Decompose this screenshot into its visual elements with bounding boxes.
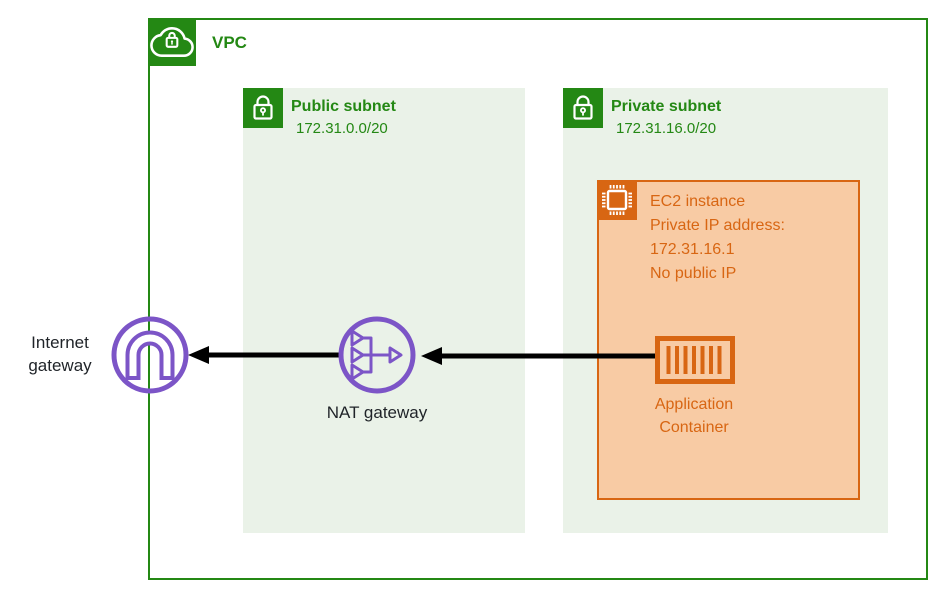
public-subnet-lock-icon — [243, 88, 283, 128]
nat-gateway-icon — [338, 316, 416, 394]
ec2-chip-icon — [597, 180, 637, 220]
application-container-label: Application Container — [654, 396, 734, 436]
ec2-private-ip-value: 172.31.16.1 — [650, 241, 735, 258]
vpc-cloud-lock-icon — [148, 18, 196, 66]
application-container-icon — [655, 336, 735, 384]
internet-gateway-icon — [111, 316, 189, 394]
internet-gateway-label: Internet gateway — [28, 333, 92, 375]
public-subnet-cidr: 172.31.0.0/20 — [296, 120, 388, 137]
ec2-instance-text: EC2 instance Private IP address: 172.31.… — [650, 190, 785, 286]
private-subnet-lock-icon — [563, 88, 603, 128]
ec2-title: EC2 instance — [650, 193, 746, 210]
ec2-private-ip-label: Private IP address: — [650, 217, 785, 234]
vpc-label: VPC — [212, 33, 247, 52]
public-subnet: Public subnet 172.31.0.0/20 — [243, 88, 525, 533]
public-subnet-label: Public subnet — [291, 98, 396, 115]
nat-gateway-label: NAT gateway — [326, 403, 428, 422]
ec2-no-public-ip: No public IP — [650, 265, 737, 282]
private-subnet-cidr: 172.31.16.0/20 — [616, 120, 717, 137]
private-subnet-label: Private subnet — [611, 98, 722, 115]
vpc-boundary — [148, 18, 928, 580]
